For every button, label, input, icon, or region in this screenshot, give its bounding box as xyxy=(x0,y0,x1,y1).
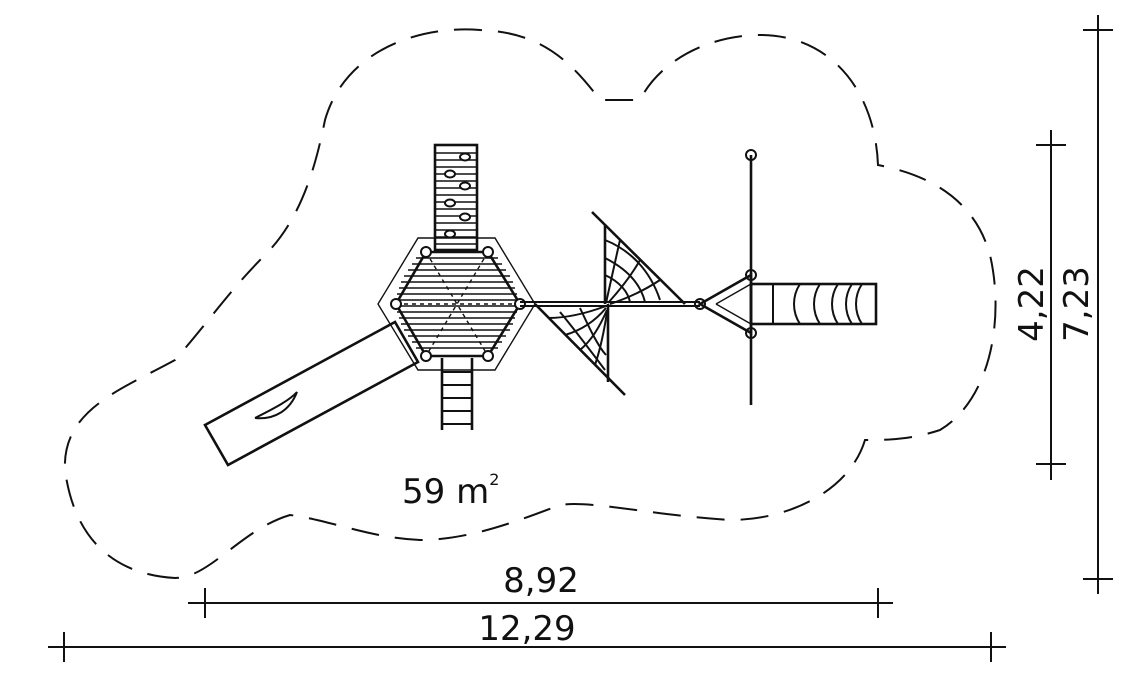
area-value: 59 m xyxy=(402,472,489,512)
tube-slide xyxy=(749,282,878,326)
safety-zone-outline xyxy=(63,28,997,580)
outer-height-label: 7,23 xyxy=(1057,266,1097,342)
area-label: 59 m2 xyxy=(402,470,499,512)
inner-width-label: 8,92 xyxy=(503,561,579,601)
ladder xyxy=(440,358,474,430)
climbing-net-lower xyxy=(534,303,626,396)
hexagon-tower-platform xyxy=(377,237,536,371)
climbing-net-upper xyxy=(591,211,686,305)
inner-height-label: 4,22 xyxy=(1012,266,1052,342)
dimension-outer-height: 7,23 xyxy=(1057,15,1113,594)
dimension-outer-width: 12,29 xyxy=(48,609,1006,662)
outer-width-label: 12,29 xyxy=(478,609,575,649)
dimension-inner-height: 4,22 xyxy=(1012,130,1066,480)
slide xyxy=(203,320,420,467)
climbing-wall xyxy=(433,143,479,252)
dimension-inner-width: 8,92 xyxy=(188,561,893,618)
triangle-frame-tower xyxy=(694,149,757,405)
area-unit-superscript: 2 xyxy=(489,470,499,489)
